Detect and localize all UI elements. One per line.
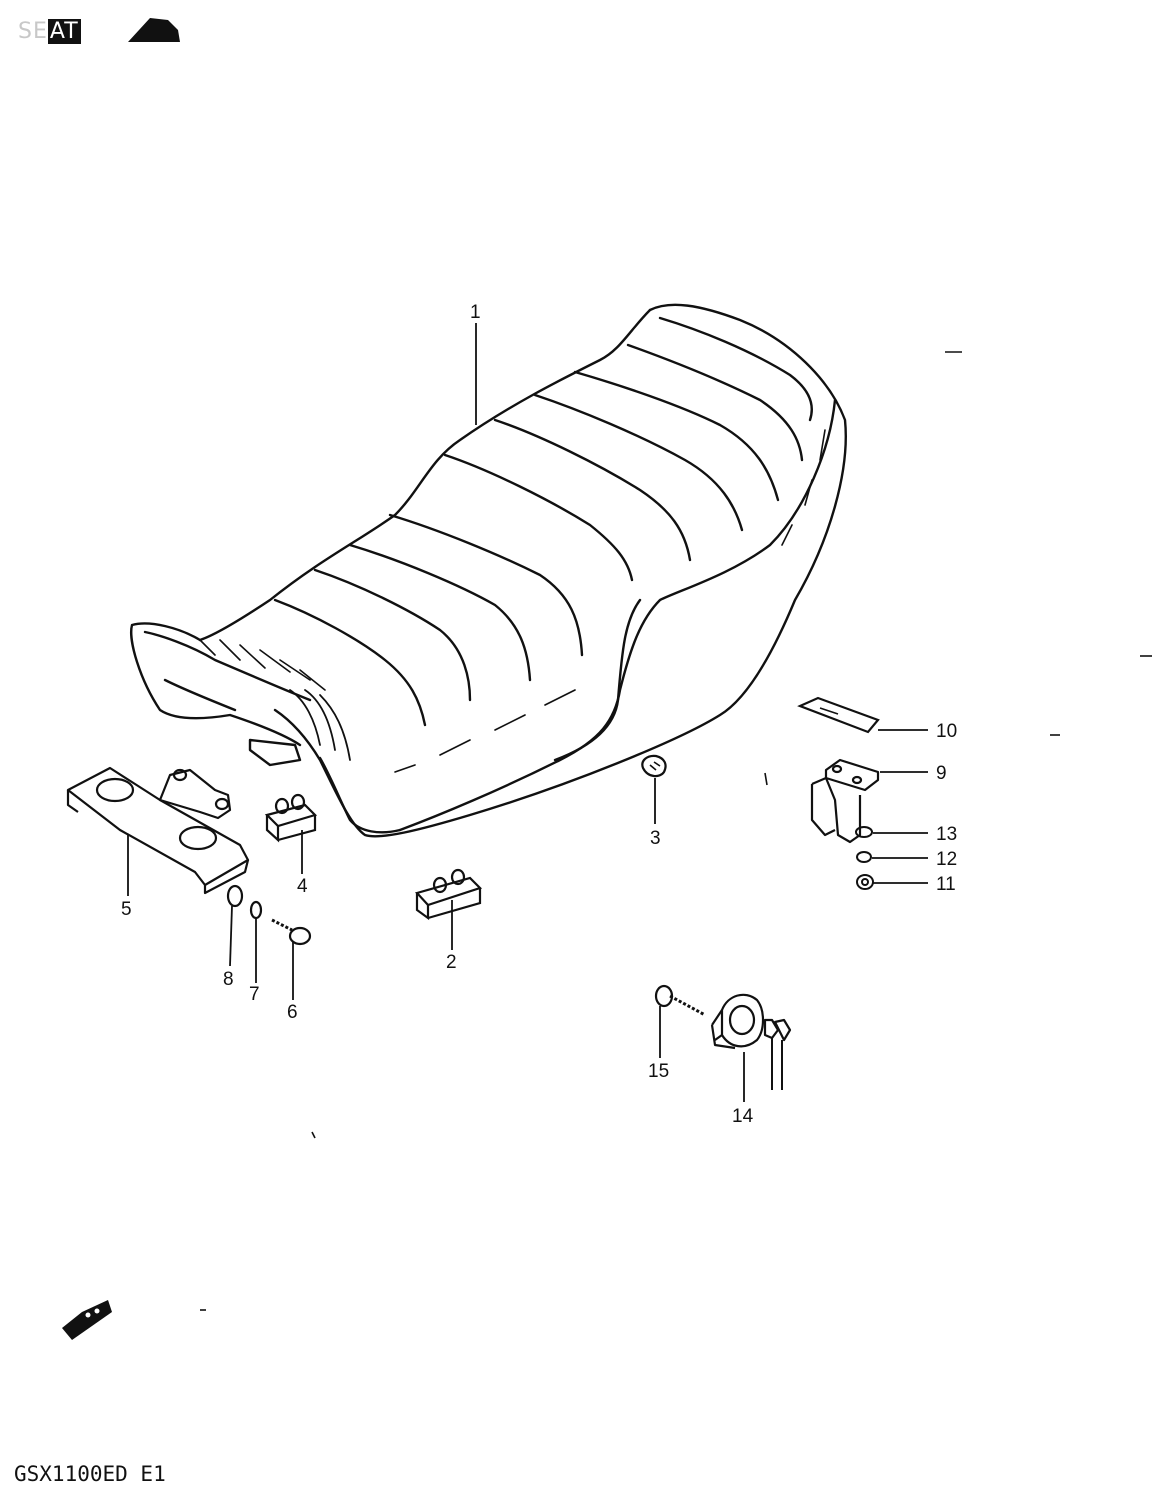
part-14-seat-lock <box>710 993 792 1090</box>
part-10-plate <box>797 696 880 734</box>
model-code: GSX1100ED E1 <box>14 1462 166 1486</box>
callout-1: 1 <box>470 302 481 323</box>
part-11-nut <box>856 874 874 890</box>
seat-stitch-texture <box>199 639 326 691</box>
title-left: SE <box>18 18 48 44</box>
pleat-4 <box>533 393 744 532</box>
part-8-washer <box>226 884 244 908</box>
callout-6: 6 <box>287 1002 298 1023</box>
pleat-6 <box>443 453 634 582</box>
seat-part-1 <box>130 303 847 838</box>
callout-7: 7 <box>249 984 260 1005</box>
leader-8 <box>229 905 233 967</box>
seat-hinge-tab <box>248 738 302 767</box>
leader-lines <box>127 323 928 1102</box>
part-12-lockwasher <box>856 851 872 863</box>
part-3-cushion <box>641 754 667 778</box>
title-inverted: AT <box>47 18 81 44</box>
scan-marks <box>200 351 1152 1311</box>
part-7-lockwasher <box>249 900 263 920</box>
part-15-screw <box>654 984 706 1017</box>
pleat-7 <box>388 513 584 657</box>
part-13-washer <box>855 826 873 838</box>
seat-top-left-edge <box>198 308 652 642</box>
callout-15: 15 <box>648 1061 669 1082</box>
pleat-10 <box>273 598 427 727</box>
seat-rear-tail-inner <box>143 630 312 702</box>
callout-2: 2 <box>446 952 457 973</box>
seat-rear-ribs <box>289 689 351 761</box>
callout-11: 11 <box>936 874 956 895</box>
pleat-9 <box>313 568 472 702</box>
callout-12: 12 <box>936 849 957 870</box>
callout-14: 14 <box>732 1106 754 1127</box>
callout-4: 4 <box>297 876 308 897</box>
part-4-cushion <box>264 793 318 843</box>
seat-front-dashes <box>781 429 826 546</box>
pleat-8 <box>348 543 532 682</box>
part-2-cushion <box>414 868 483 921</box>
seat-outline <box>273 303 847 838</box>
pleat-2 <box>626 343 804 462</box>
direction-arrow-icon <box>62 1300 112 1340</box>
callout-3: 3 <box>650 828 661 849</box>
callout-8: 8 <box>223 969 234 990</box>
seat-side-rim-2 <box>553 598 642 762</box>
front-direction-icon <box>128 18 180 42</box>
callout-9: 9 <box>936 763 947 784</box>
seat-side-rim <box>398 398 837 832</box>
section-title-text: SEAT <box>18 18 81 44</box>
pleat-5 <box>493 418 692 562</box>
callout-13: 13 <box>936 824 957 845</box>
part-5-bracket <box>66 766 250 895</box>
callout-5: 5 <box>121 899 132 920</box>
callout-numbers: 1 2 3 4 5 6 7 8 9 10 11 12 13 14 15 <box>121 302 957 1127</box>
part-6-bolt <box>271 918 312 946</box>
seat-bottom-edge <box>318 756 402 834</box>
seat-rear-tail <box>130 622 302 747</box>
part-9-hook <box>810 758 880 844</box>
seat-side-dashes <box>394 689 576 773</box>
pleat-3 <box>573 370 780 502</box>
callout-10: 10 <box>936 721 957 742</box>
seat-rear-tail-2 <box>163 678 237 712</box>
section-title: SEAT <box>18 18 81 44</box>
pleat-1 <box>658 316 813 422</box>
